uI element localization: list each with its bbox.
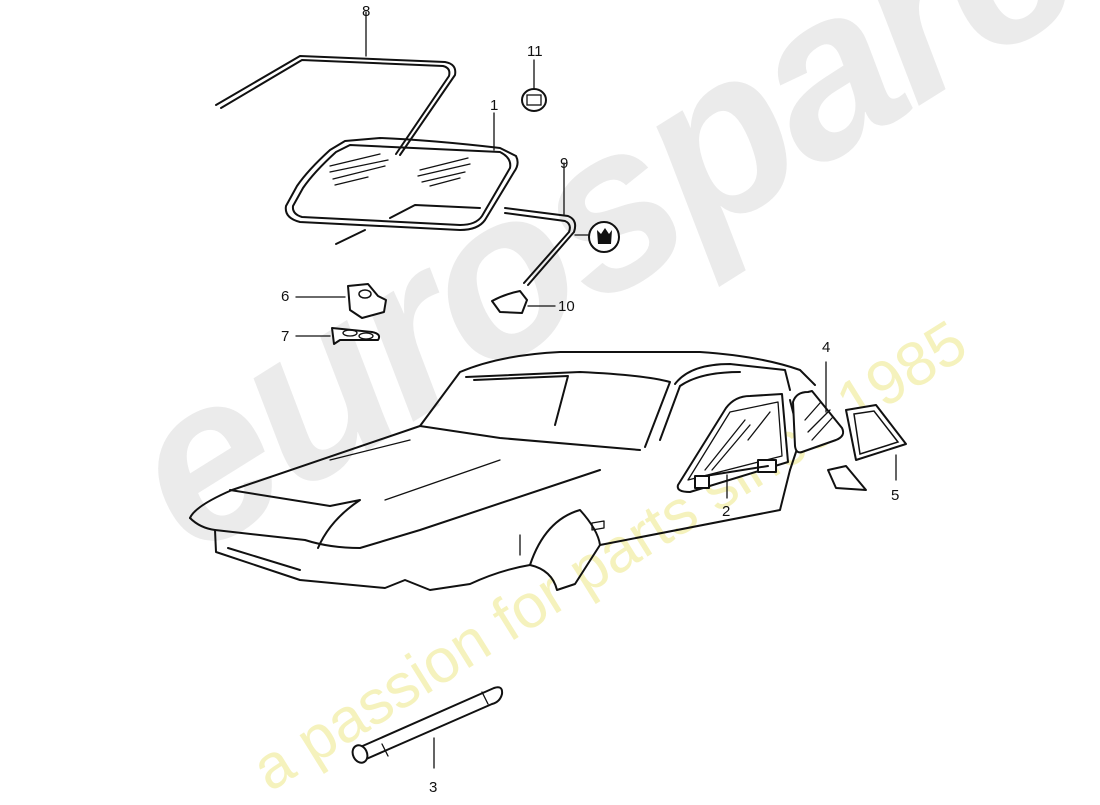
callout-2[interactable]: 2: [722, 503, 731, 520]
part-5-quarter-seal[interactable]: [845, 404, 907, 481]
part-8-trim-strip[interactable]: [215, 11, 457, 156]
callout-3[interactable]: 3: [429, 779, 438, 796]
part-10-end-cap[interactable]: [491, 290, 556, 314]
callout-6[interactable]: 6: [281, 288, 290, 305]
callout-7[interactable]: 7: [281, 328, 290, 345]
part-4-quarter-glass[interactable]: [792, 361, 845, 454]
callout-4[interactable]: 4: [822, 339, 831, 356]
part-9-side-trim[interactable]: [504, 162, 620, 286]
part-3-tube[interactable]: [350, 686, 504, 769]
part-11-plug[interactable]: [521, 59, 547, 112]
part-7-bracket[interactable]: [295, 327, 381, 345]
callout-5[interactable]: 5: [891, 487, 900, 504]
callout-11[interactable]: 11: [527, 43, 543, 60]
part-2-door-glass[interactable]: [676, 393, 789, 499]
car-body: [189, 351, 867, 591]
part-6-clip-nut[interactable]: [295, 283, 387, 319]
callout-9[interactable]: 9: [560, 155, 569, 172]
part-1-windshield[interactable]: [284, 112, 519, 245]
callout-1[interactable]: 1: [490, 97, 499, 114]
callout-8[interactable]: 8: [362, 3, 371, 20]
callout-10[interactable]: 10: [558, 298, 575, 315]
